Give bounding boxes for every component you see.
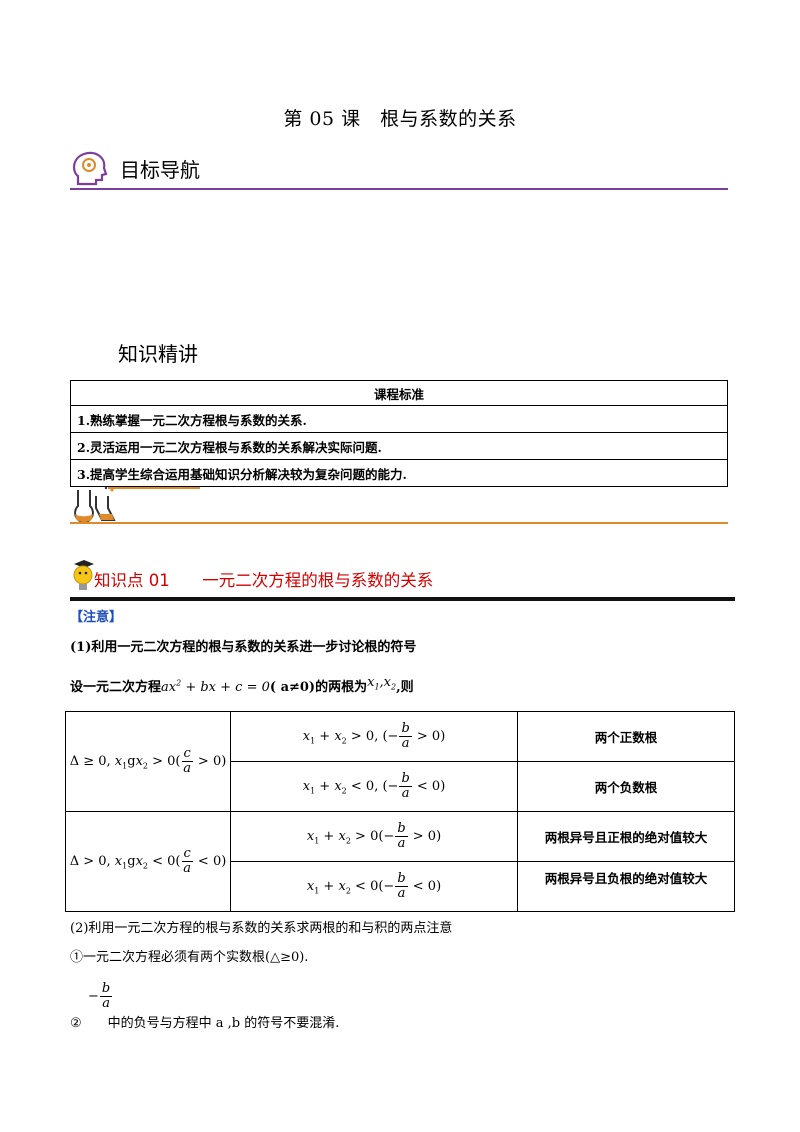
- point-1: ①一元二次方程必须有两个实数根(△≥0).: [70, 950, 309, 965]
- knowledge-heading: 知识精讲: [118, 342, 198, 366]
- knowledge-point-label: 知识点 01: [94, 571, 170, 590]
- result-cell: 两个负数根: [517, 761, 735, 812]
- lightbulb-mascot-icon: [70, 558, 96, 592]
- result-cell: 两根异号且负根的绝对值较大: [517, 861, 735, 912]
- goals-divider: [70, 188, 728, 190]
- standards-table: 课程标准 1.熟练掌握一元二次方程根与系数的关系. 2.灵活运用一元二次方程根与…: [70, 380, 728, 487]
- standards-item: 2.灵活运用一元二次方程根与系数的关系解决实际问题.: [70, 432, 728, 460]
- standards-item: 3.提高学生综合运用基础知识分析解决较为复杂问题的能力.: [70, 459, 728, 487]
- result-cell: 两个正数根: [517, 711, 735, 762]
- chemistry-flask-icon: [72, 484, 118, 524]
- paragraph-2: (2)利用一元二次方程的根与系数的关系求两根的和与积的两点注意: [70, 921, 453, 936]
- knowledge-point-divider: [70, 597, 735, 601]
- quadratic-equation: ax2 + bx + c = 0: [161, 678, 270, 695]
- intro-prefix: 设一元二次方程: [70, 680, 162, 695]
- knowledge-point-title: 一元二次方程的根与系数的关系: [202, 571, 434, 590]
- standards-item: 1.熟练掌握一元二次方程根与系数的关系.: [70, 405, 728, 433]
- flask-divider-short: [108, 487, 200, 489]
- point-2: ② 中的负号与方程中 a ,b 的符号不要混淆.: [70, 1012, 339, 1031]
- point-2-marker: ②: [70, 1016, 82, 1031]
- intro-line: 设一元二次方程ax2 + bx + c = 0( a≠0)的两根为x1,x2,则: [70, 675, 414, 697]
- point-2-text: 中的负号与方程中 a ,b 的符号不要混淆.: [107, 1016, 340, 1031]
- page-title: 第 05 课 根与系数的关系: [283, 108, 517, 130]
- paragraph-1: (1)利用一元二次方程的根与系数的关系进一步讨论根的符号: [70, 640, 417, 655]
- goals-heading: 目标导航: [120, 158, 200, 182]
- intro-condition: ( a≠0)的两根为: [269, 680, 368, 695]
- standards-header: 课程标准: [70, 380, 728, 406]
- result-cell: 两根异号且正根的绝对值较大: [517, 811, 735, 862]
- roots-notation: x1,x2: [367, 675, 397, 692]
- knowledge-point-heading: 知识点 01 一元二次方程的根与系数的关系: [94, 567, 433, 591]
- intro-suffix: ,则: [396, 680, 414, 695]
- note-label: 【注意】: [70, 610, 123, 625]
- flask-divider: [70, 522, 728, 524]
- head-brain-icon: [70, 150, 110, 188]
